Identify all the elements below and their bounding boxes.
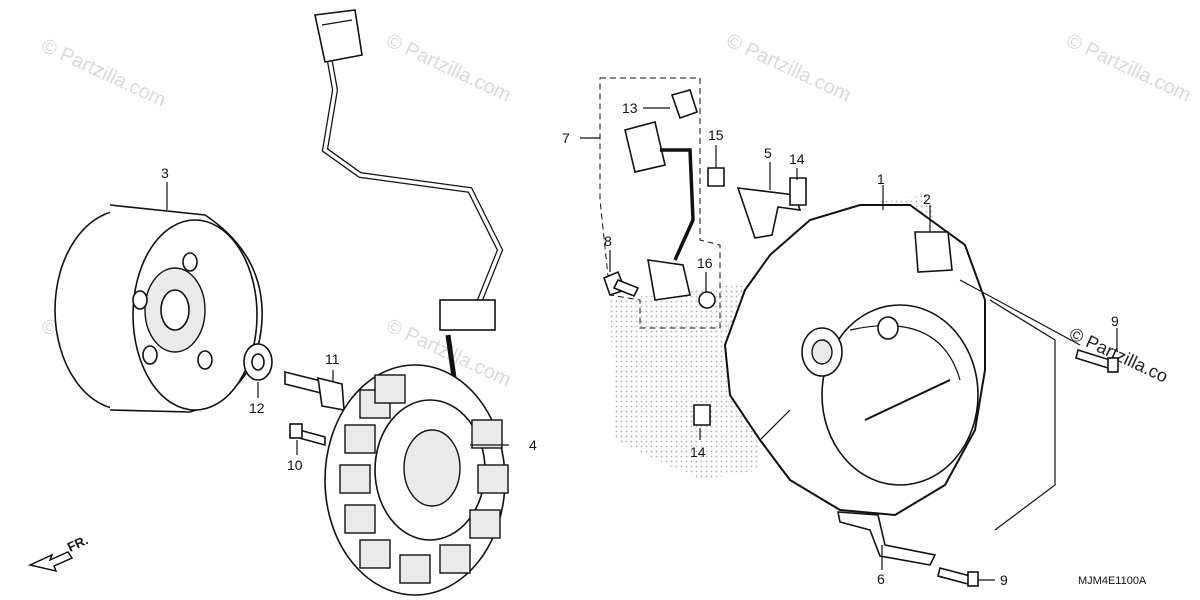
stator-bolt[interactable] <box>289 423 326 447</box>
callout-9-bottom: 9 <box>1000 572 1008 588</box>
dowel-pin[interactable] <box>789 177 807 206</box>
callout-16: 16 <box>697 255 713 271</box>
watermark: © Partzilla.com <box>38 35 169 112</box>
callout-5: 5 <box>764 145 772 161</box>
leader-line <box>989 299 1056 531</box>
callout-2: 2 <box>923 191 931 207</box>
flywheel-rotor[interactable] <box>54 204 263 413</box>
stator-connector <box>314 9 363 63</box>
cover-bolt[interactable] <box>937 567 979 587</box>
leader-line <box>959 279 1081 346</box>
callout-9-right: 9 <box>1111 313 1119 329</box>
front-arrow-icon <box>27 551 74 573</box>
lower-bracket[interactable] <box>837 511 937 566</box>
watermark: © Partzilla.com <box>723 30 854 107</box>
callout-15: 15 <box>708 127 724 143</box>
o-ring[interactable] <box>698 291 716 309</box>
watermark: © Partzilla.com <box>1063 30 1194 107</box>
gasket-shading <box>610 280 760 480</box>
stator-assembly[interactable] <box>314 9 509 596</box>
connector-clip[interactable] <box>670 89 698 120</box>
front-direction-marker: FR. <box>27 532 90 573</box>
cover-stud-bolt[interactable] <box>707 167 725 187</box>
callout-11: 11 <box>325 351 340 367</box>
flywheel-bolt[interactable] <box>284 370 345 411</box>
callout-14-bottom: 14 <box>690 444 706 460</box>
washer[interactable] <box>243 343 273 381</box>
dowel-pin[interactable] <box>693 404 711 426</box>
watermark: © Partzilla.com <box>383 30 514 107</box>
left-crankcase-cover[interactable] <box>723 204 986 517</box>
callout-7: 7 <box>562 130 570 146</box>
cover-connector[interactable] <box>914 231 953 273</box>
sensor-group-boundary <box>599 77 721 329</box>
callout-1: 1 <box>877 171 885 187</box>
callout-labels: 3 4 1 2 5 14 6 7 8 9 9 10 11 12 13 14 15… <box>161 100 1119 588</box>
callout-4: 4 <box>529 437 537 453</box>
callout-leaders <box>166 107 1118 581</box>
callout-10: 10 <box>287 457 303 473</box>
front-label: FR. <box>65 532 90 554</box>
callout-6: 6 <box>877 571 885 587</box>
callout-3: 3 <box>161 165 169 181</box>
sensor-bolt[interactable] <box>602 270 640 298</box>
callout-13: 13 <box>622 100 638 116</box>
callout-8: 8 <box>604 233 612 249</box>
cover-bolt[interactable] <box>1075 348 1119 373</box>
sensor-assembly[interactable] <box>624 121 695 301</box>
callout-12: 12 <box>249 400 265 416</box>
callout-14-top: 14 <box>789 151 805 167</box>
diagram-reference-code: MJM4E1100A <box>1078 575 1147 587</box>
